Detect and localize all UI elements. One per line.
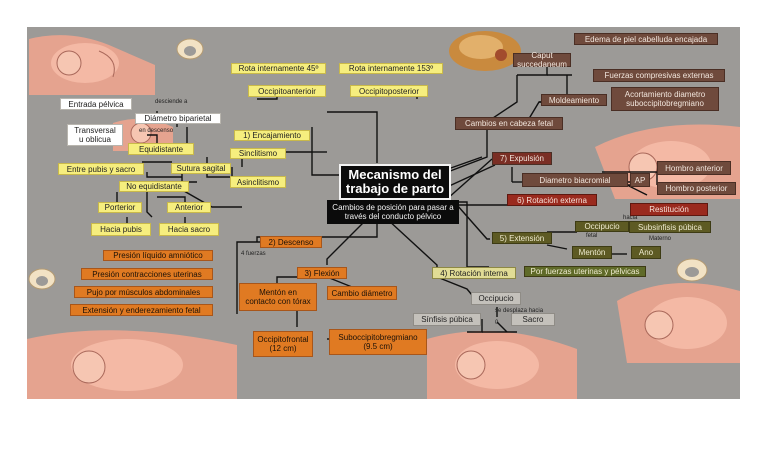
node-hombro-anterior: Hombro anterior	[657, 161, 731, 175]
node-fuerzas-compresivas: Fuerzas compresivas externas	[593, 69, 725, 82]
node-sacro: Sacro	[511, 313, 555, 326]
node-cambio-diametro: Cambio diámetro	[327, 286, 397, 300]
node-occipucio-ri: Occipucio	[471, 292, 521, 305]
label-4-fuerzas: 4 fuerzas	[241, 251, 266, 257]
node-restitucion: Restitución	[630, 203, 708, 216]
node-occipucio-ext: Occipucio	[575, 221, 629, 232]
pelvis-bone-icon	[28, 268, 56, 290]
node-hacia-pubis: Hacia pubis	[91, 223, 151, 236]
node-rota-153: Rota internamente 153º	[339, 63, 443, 74]
node-flexion: 3) Flexión	[297, 267, 347, 279]
concept-map: Mecanismo del trabajo de parto Cambios d…	[27, 27, 740, 399]
pelvis-fetus-illustration	[113, 118, 173, 151]
node-equidistante: Equidistante	[128, 143, 194, 155]
node-diametro-biacromial: Diametro biacromial	[522, 173, 628, 187]
node-edema: Edema de piel cabelluda encajada	[574, 33, 718, 45]
node-occipitoanterior: Occipitoanterioir	[248, 85, 326, 97]
node-asinclitismo: Asinclitismo	[230, 176, 286, 188]
node-entre-pubis-sacro: Entre pubis y sacro	[58, 163, 144, 175]
node-ap: AP	[630, 173, 650, 187]
node-extension: 5) Extensión	[492, 232, 552, 244]
node-acortamiento: Acortamiento diametro suboccipitobregmia…	[611, 87, 719, 111]
node-sutura-sagital: Sutura sagital	[171, 163, 231, 174]
node-occipitofrontal: Occipitofrontal (12 cm)	[253, 331, 313, 357]
label-hacia: hacia	[623, 215, 638, 221]
node-porterior: Porterior	[98, 202, 142, 213]
node-external-rotation: 6) Rotación externa	[507, 194, 597, 206]
node-ano: Ano	[631, 246, 661, 259]
node-occipitoposterior: Occipitoposterior	[350, 85, 428, 97]
fetal-skull-illustration	[449, 31, 521, 71]
label-se-desplaza: se desplaza hacia	[495, 308, 544, 314]
pelvis-bone-icon	[676, 258, 708, 282]
node-expulsion: 7) Expulsión	[492, 152, 552, 165]
pelvis-fetus-illustration	[27, 330, 237, 399]
label-en-descenso: en descenso	[139, 128, 174, 134]
node-no-equidistante: No equidistante	[119, 181, 189, 192]
node-presion-liquido: Presión líquido amniótico	[103, 250, 213, 261]
map-subtitle: Cambios de posición para pasar a través …	[327, 200, 459, 224]
pelvis-bone-icon	[176, 38, 204, 60]
pelvis-fetus-illustration	[29, 35, 155, 95]
pelvis-fetus-illustration	[427, 331, 577, 399]
pelvis-fetus-illustration	[617, 283, 740, 363]
node-diametro-biparietal: Diámetro biparietal	[135, 113, 221, 124]
node-menton: Mentón	[572, 246, 612, 259]
node-fuerzas-uterinas: Por fuerzas uterinas y pélvicas	[524, 266, 646, 277]
node-subsinfisis: Subsinfisis púbica	[629, 221, 711, 233]
node-menton-torax: Mentón en contacto con tórax	[239, 283, 317, 311]
node-caput: Caput succedaneum	[513, 51, 571, 69]
node-hombro-posterior: Hombro posterior	[657, 182, 736, 195]
node-cambios-cabeza: Cambios en cabeza fetal	[455, 117, 563, 130]
node-extension-enderezamiento: Extensión y enderezamiento fetal	[70, 304, 213, 316]
node-anterior: Anterior	[167, 202, 211, 213]
node-transversal: Transversal u oblicua	[67, 124, 123, 146]
map-title: Mecanismo del trabajo de parto	[339, 164, 451, 200]
node-presion-contracciones: Presión contracciones uterinas	[81, 268, 213, 280]
node-hacia-sacro: Hacia sacro	[159, 223, 219, 236]
node-engagement: 1) Encajamiento	[234, 130, 310, 141]
node-sinclitismo: Sinclitismo	[230, 148, 286, 159]
label-desciende: desciende a	[155, 99, 188, 105]
node-suboccipitobregmiano: Suboccipitobregmiano (9.5 cm)	[329, 329, 427, 355]
node-internal-rotation: 4) Rotación interna	[432, 267, 516, 279]
label-materno: Materno	[649, 236, 672, 242]
node-rota-45: Rota internamente 45º	[231, 63, 326, 74]
node-descent: 2) Descenso	[260, 236, 322, 248]
node-entrada-pelvica: Entrada pélvica	[60, 98, 132, 110]
node-pujo-musculos: Pujo por músculos abdominales	[74, 286, 213, 298]
node-moldeamiento: Moldeamiento	[541, 94, 607, 106]
label-cero: 0	[495, 320, 499, 326]
label-fetal: fetal	[586, 233, 598, 239]
node-sinfisis-pubica: Sínfisis púbica	[413, 313, 481, 326]
